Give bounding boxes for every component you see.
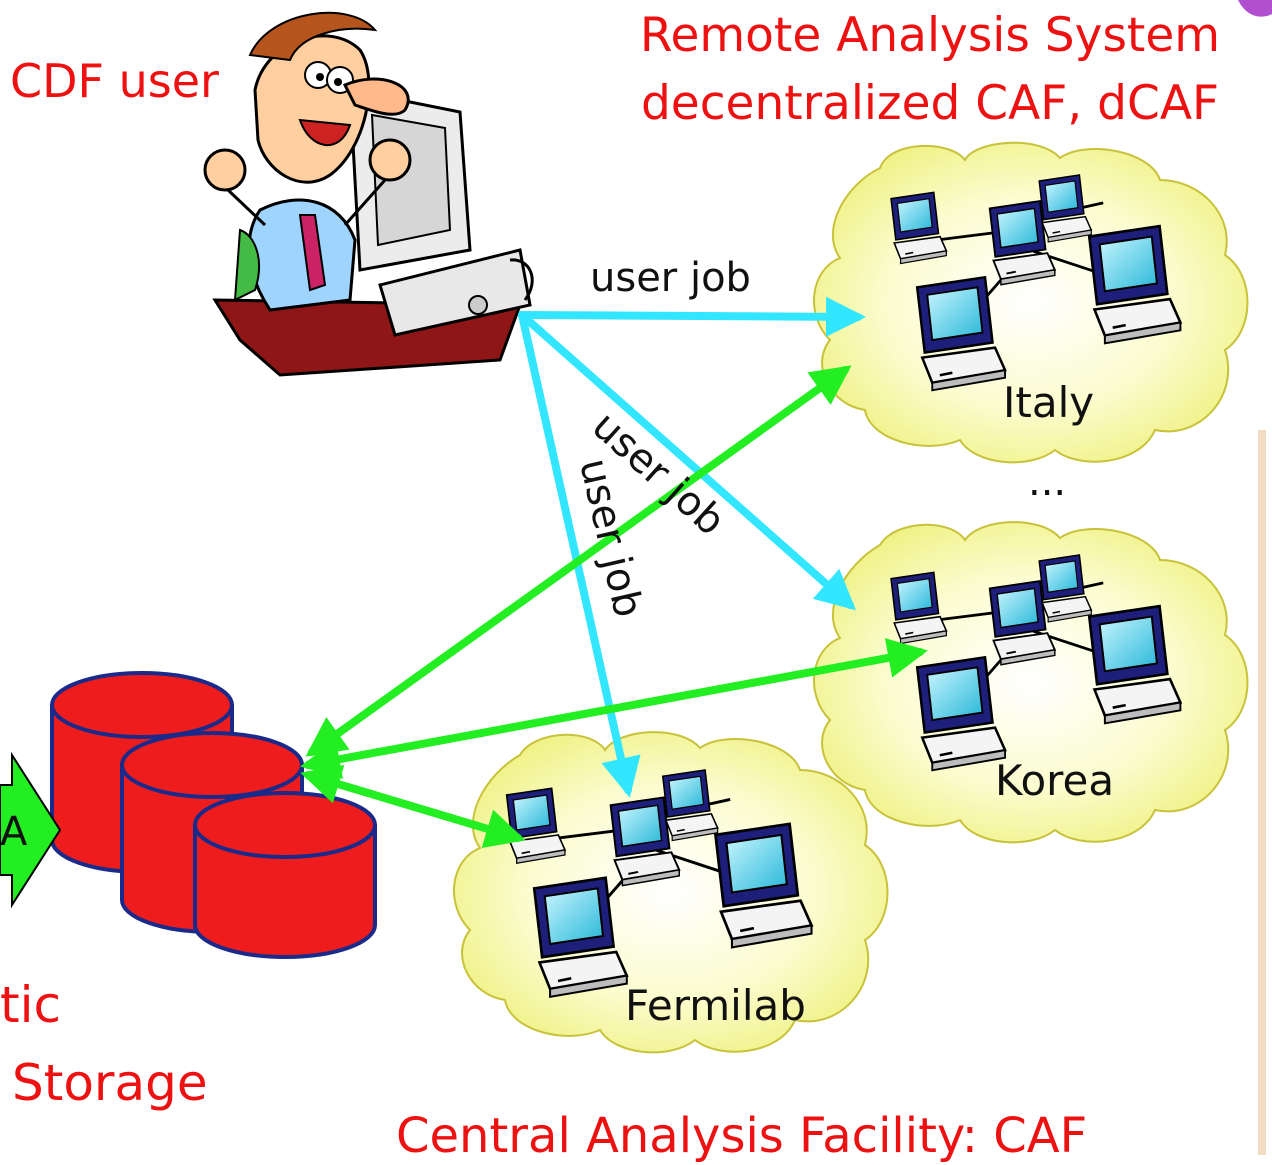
data-arrows: [300, 365, 928, 848]
storage-disks: [50, 671, 377, 959]
site-label-fermilab: Fermilab: [625, 981, 806, 1030]
arrow-storage-korea: [300, 638, 928, 779]
remote-system-title: Remote Analysis System: [639, 8, 1221, 63]
remote-system-subtitle: decentralized CAF, dCAF: [640, 76, 1220, 131]
corner-logo-fragment: [1238, 0, 1272, 17]
arrow-user-italy: [518, 296, 866, 337]
ellipsis-label: ...: [1028, 459, 1067, 505]
arrow-storage-fermilab: [300, 765, 526, 848]
user-job-label-italy: user job: [590, 255, 751, 301]
site-label-korea: Korea: [995, 756, 1115, 805]
site-label-italy: Italy: [1003, 378, 1095, 427]
arrow-partial-label: A: [0, 809, 28, 855]
arrow-storage-italy: [305, 365, 852, 757]
partial-green-arrow: [0, 751, 62, 909]
cdf-user-label: CDF user: [10, 54, 219, 108]
storage-label-partial-1: tic: [0, 976, 61, 1034]
central-facility-title: Central Analysis Facility: CAF: [396, 1108, 1088, 1164]
storage-label-partial-2: Storage: [12, 1054, 208, 1112]
cdf-user-illustration: [203, 11, 534, 377]
